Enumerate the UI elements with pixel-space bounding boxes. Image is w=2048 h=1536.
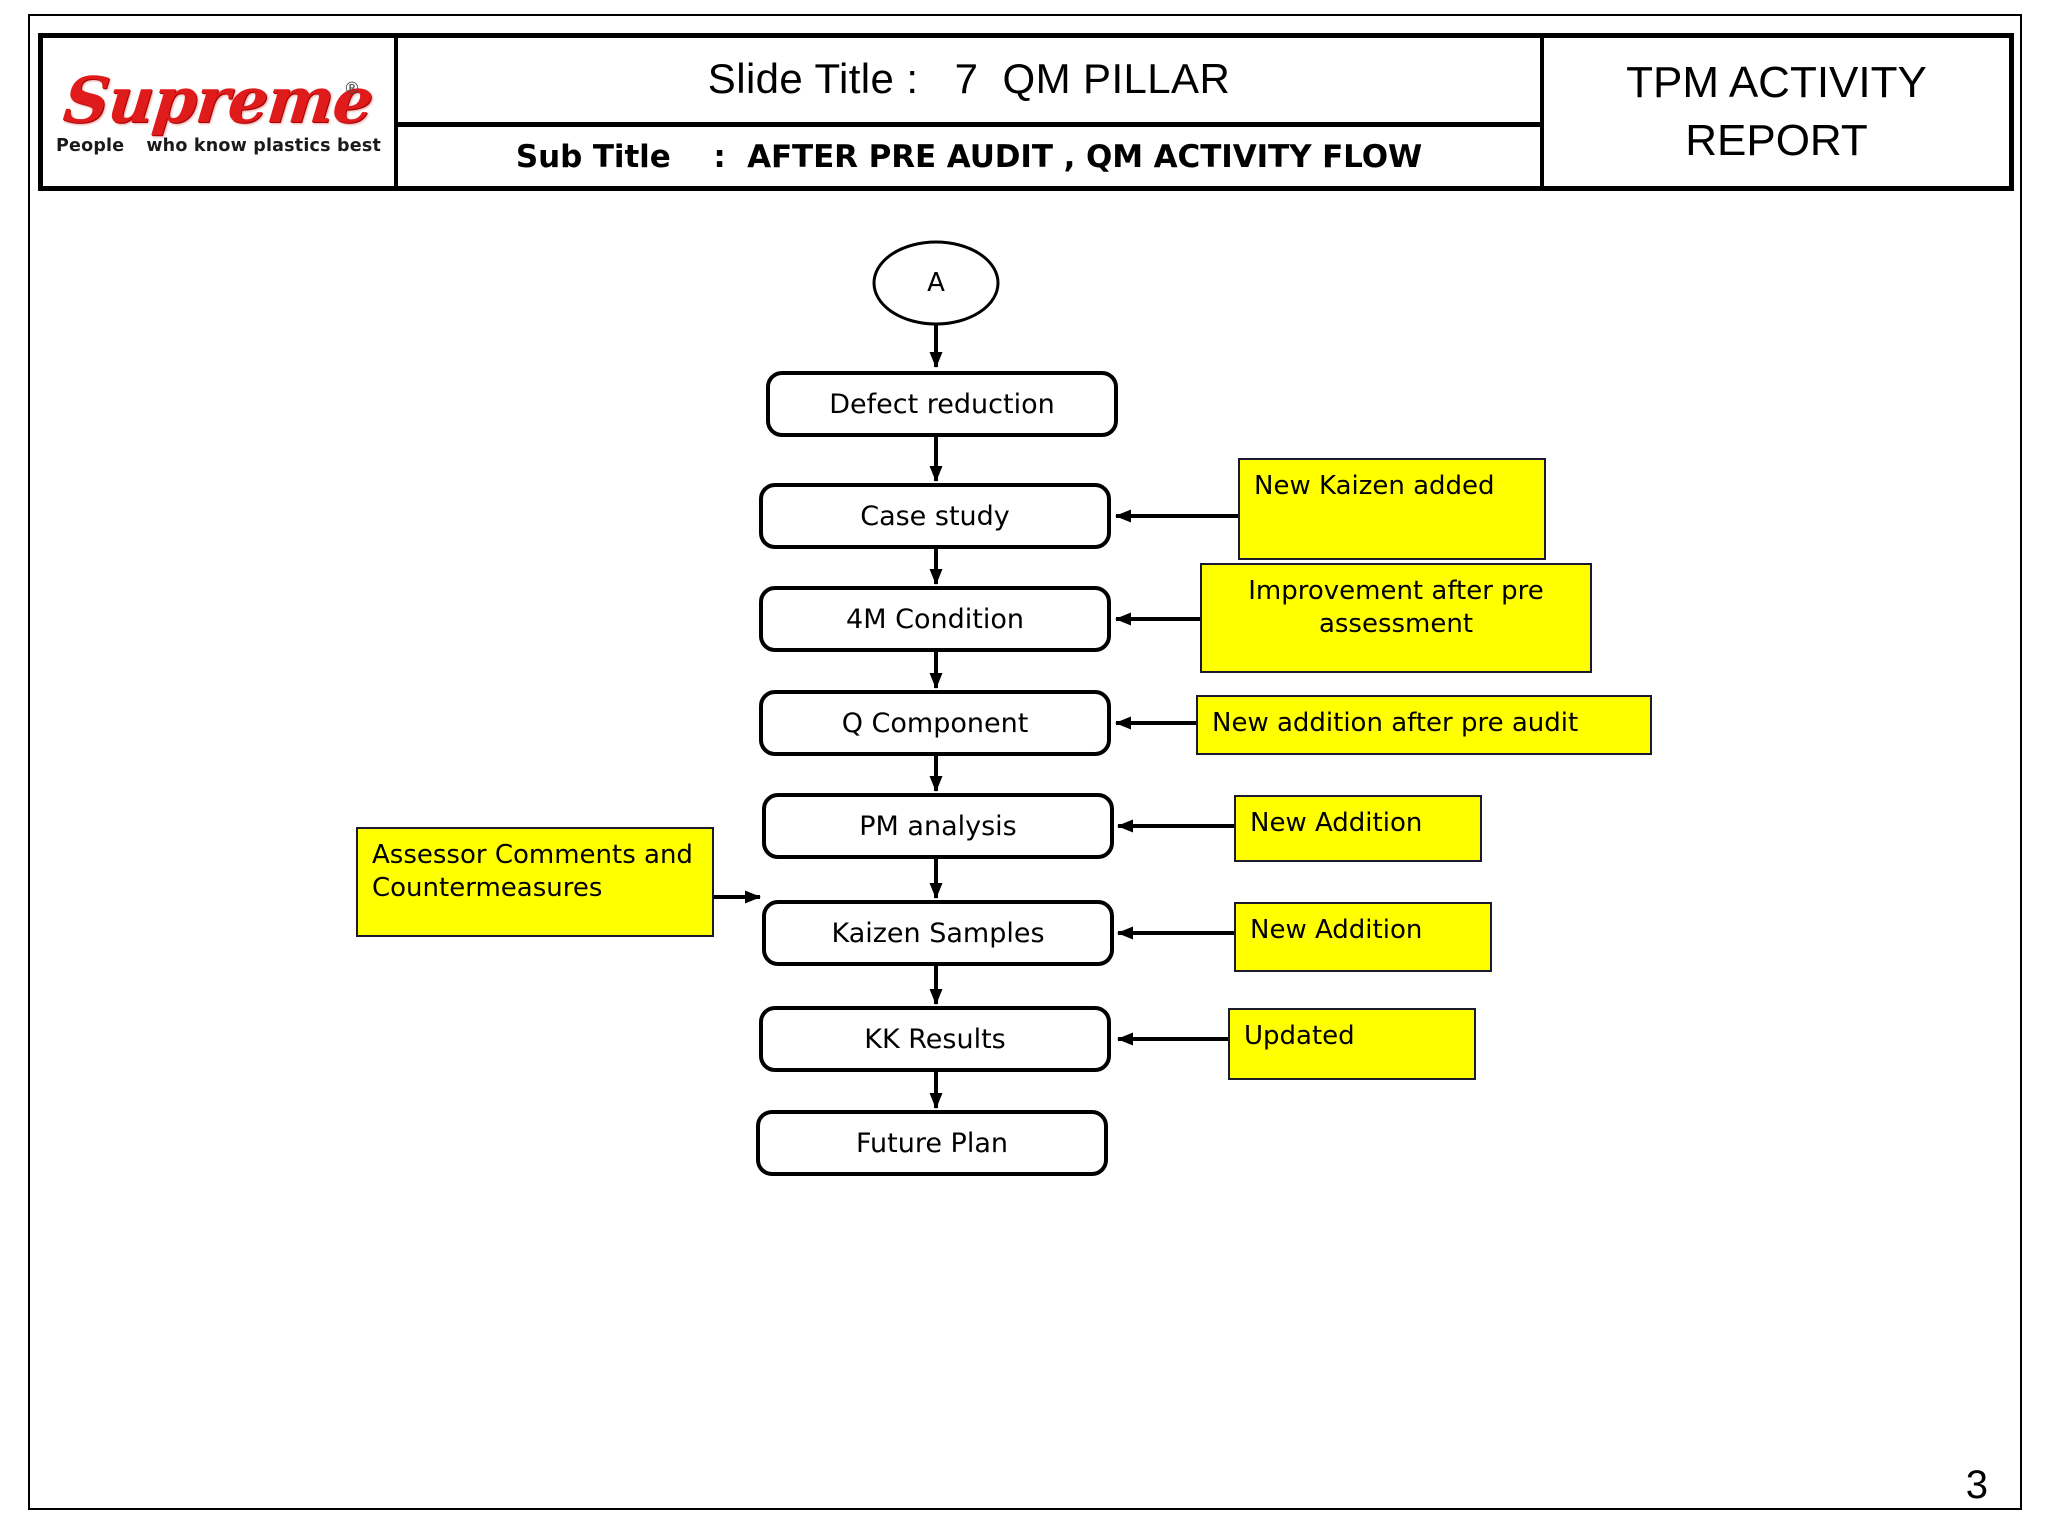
process-box-7 [759,1006,1111,1072]
logo-tagline: People who know plastics best [56,136,381,156]
sub-title-row: Sub Title : AFTER PRE AUDIT , QM ACTIVIT… [398,127,1540,186]
flowchart-graphics [681,240,1238,1176]
callout-new-addition-pm: New Addition [1234,795,1482,862]
report-title-line1: TPM ACTIVITY [1626,57,1927,107]
logo-tagline-right: who know plastics best [146,135,382,156]
process-box-6 [762,900,1114,966]
slide-header: Supreme ® People who know plastics best S… [38,33,2014,191]
process-box-8 [756,1110,1108,1176]
callout-new-addition-kaizen: New Addition [1234,902,1492,972]
logo-tagline-left: People [56,135,125,156]
process-box-1 [766,371,1118,437]
callout-updated: Updated [1228,1008,1476,1080]
page-number: 3 [1965,1463,1988,1507]
process-box-2 [759,483,1111,549]
report-title-line2: REPORT [1685,116,1868,165]
slide-title: Slide Title : 7 QM PILLAR [707,55,1231,102]
sub-title: Sub Title : AFTER PRE AUDIT , QM ACTIVIT… [515,138,1423,175]
callout-new-addition-after-pre-audit: New addition after pre audit [1196,695,1652,755]
callout-new-kaizen-added: New Kaizen added [1238,458,1546,560]
start-node-ellipse [872,240,1000,326]
report-title: TPM ACTIVITY REPORT [1544,38,2009,186]
process-box-4 [759,690,1111,756]
process-box-5 [762,793,1114,859]
slide-outer-border [28,14,2022,1510]
slide-title-row: Slide Title : 7 QM PILLAR [398,38,1540,127]
process-box-3 [759,586,1111,652]
flowchart-canvas: A Defect reduction Case study 4M Conditi… [38,195,2014,1505]
callout-improvement-after-pre-assessment: Improvement after pre assessment [1200,563,1592,673]
registered-trademark-icon: ® [343,79,361,99]
callout-assessor-comments: Assessor Comments and Countermeasures [356,827,714,937]
company-logo: Supreme ® People who know plastics best [43,38,398,186]
logo-wordmark: Supreme [60,62,377,137]
header-center: Slide Title : 7 QM PILLAR Sub Title : AF… [398,38,1544,186]
